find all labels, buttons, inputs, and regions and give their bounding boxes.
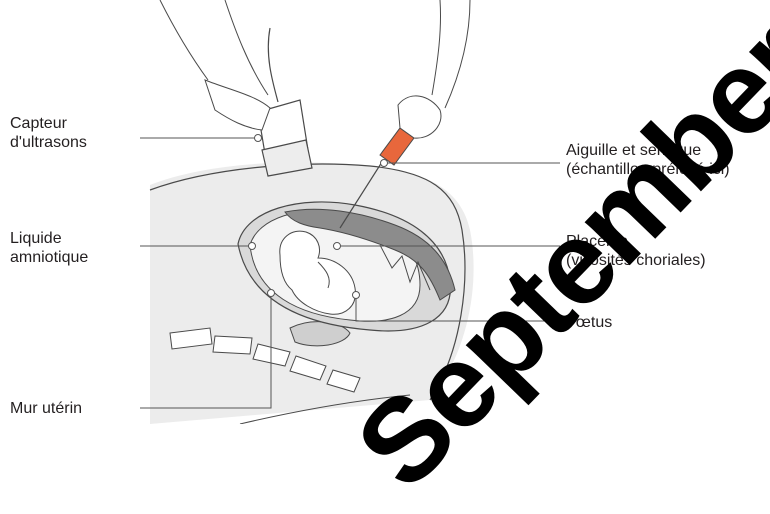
- hand-left: [205, 80, 270, 130]
- dot-aiguille: [381, 160, 388, 167]
- label-mur-line1: Mur utérin: [10, 399, 82, 418]
- label-liquide: Liquide amniotique: [10, 229, 88, 267]
- dot-placenta: [334, 243, 341, 250]
- dot-capteur: [255, 135, 262, 142]
- arm-right: [432, 0, 470, 108]
- label-capteur-line1: Capteur: [10, 114, 87, 133]
- label-capteur: Capteur d'ultrasons: [10, 114, 87, 152]
- dot-foetus: [353, 292, 360, 299]
- label-mur: Mur utérin: [10, 399, 82, 418]
- label-liquide-line1: Liquide: [10, 229, 88, 248]
- label-capteur-line2: d'ultrasons: [10, 133, 87, 152]
- transducer-cable: [268, 28, 278, 102]
- arm-left: [160, 0, 268, 95]
- dot-mur: [268, 290, 275, 297]
- label-liquide-line2: amniotique: [10, 248, 88, 267]
- dot-liquide: [249, 243, 256, 250]
